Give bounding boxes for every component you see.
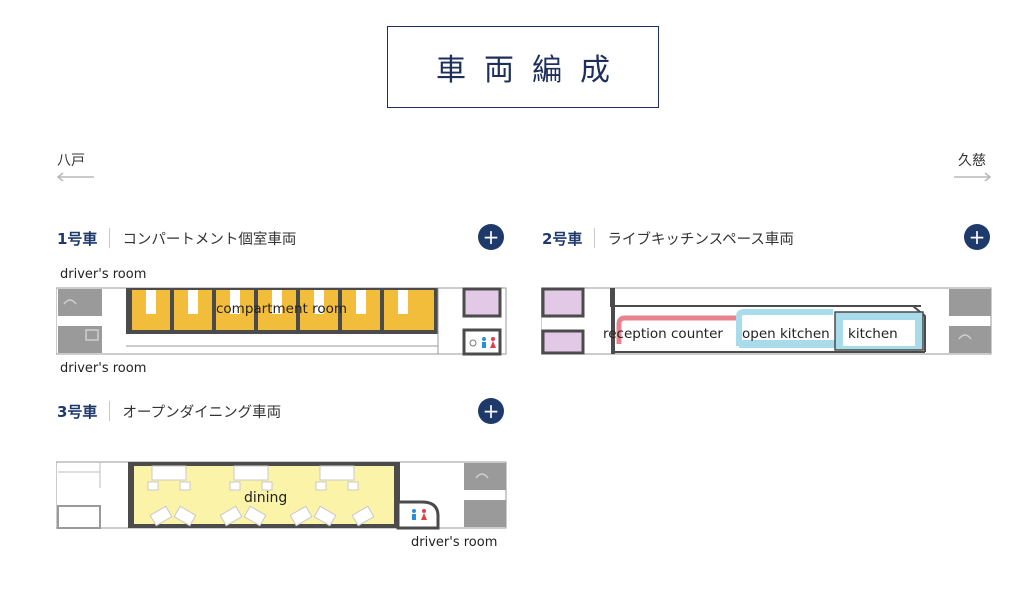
direction-left-label: 八戸	[57, 153, 85, 169]
car-1-floor-plan	[56, 287, 507, 356]
car-1-driver-room-top-label: driver's room	[60, 267, 147, 282]
car-3-header: 3号車 オープンダイニング車両	[57, 399, 281, 423]
car-1-header: 1号車 コンパートメント個室車両	[57, 226, 296, 250]
car-2-header: 2号車 ライブキッチンスペース車両	[542, 226, 794, 250]
car-2-floor-plan	[541, 287, 992, 355]
car-2-kitchen-label: kitchen	[848, 326, 898, 342]
car-1-name: コンパートメント個室車両	[122, 231, 297, 248]
car-2-name: ライブキッチンスペース車両	[607, 231, 794, 248]
car-3-expand-button[interactable]: +	[478, 398, 504, 424]
car-3-name: オープンダイニング車両	[122, 404, 282, 421]
page-title: 車両編成	[436, 53, 628, 88]
car-1-expand-button[interactable]: +	[478, 224, 504, 250]
arrow-left-icon	[56, 172, 94, 182]
divider	[109, 401, 111, 421]
car-3-number: 3号車	[57, 402, 98, 421]
divider	[109, 228, 111, 248]
car-3-driver-room-label: driver's room	[411, 535, 498, 550]
car-2-reception-counter-label: reception counter	[603, 326, 723, 342]
car-3-floor-plan	[56, 461, 507, 530]
page-title-box: 車両編成	[387, 26, 659, 108]
car-3-dining-label: dining	[244, 490, 288, 506]
car-1-compartment-label: compartment room	[216, 301, 348, 317]
car-2-open-kitchen-label: open kitchen	[742, 326, 830, 342]
car-1-number: 1号車	[57, 229, 98, 248]
direction-right-label: 久慈	[958, 153, 986, 169]
car-2-expand-button[interactable]: +	[964, 224, 990, 250]
car-1-driver-room-bottom-label: driver's room	[60, 361, 147, 376]
arrow-right-icon	[954, 172, 992, 182]
divider	[594, 228, 596, 248]
car-2-number: 2号車	[542, 229, 583, 248]
